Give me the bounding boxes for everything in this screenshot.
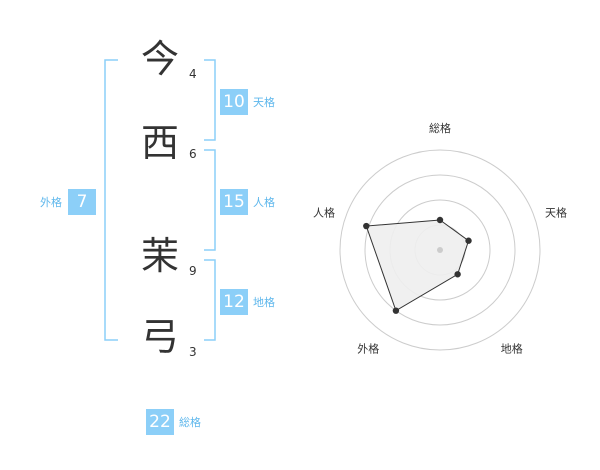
radar-axis-label-3: 地格: [501, 342, 523, 356]
jinkaku-label: 人格: [253, 196, 275, 209]
tenkaku-label: 天格: [253, 96, 275, 109]
radar-point-4: [392, 307, 400, 314]
radar-ring-3: [364, 174, 516, 326]
tenkaku-bracket: [204, 59, 216, 141]
radar-axis-label-5: 人格: [313, 205, 335, 219]
radar-polygon: [365, 219, 470, 312]
stroke-count-1: 4: [189, 67, 197, 81]
tenkaku-value: 10: [220, 89, 248, 115]
name-char-3: 茉: [140, 234, 179, 278]
soukaku-score: 22 総格: [146, 409, 201, 435]
stroke-count-2: 6: [189, 147, 197, 161]
jinkaku-score: 15 人格: [220, 189, 275, 215]
name-char-1: 今: [140, 37, 179, 81]
radar-point-5: [363, 222, 370, 230]
jinkaku-value: 15: [220, 189, 248, 215]
gaikaku-bracket: [104, 59, 118, 341]
soukaku-label: 総格: [179, 416, 201, 429]
radar-axis-label-2: 天格: [545, 205, 567, 219]
gaikaku-value: 7: [68, 189, 96, 215]
name-char-4: 弓: [140, 315, 179, 359]
radar-ring-4: [339, 149, 541, 351]
radar-point-3: [454, 271, 461, 278]
jinkaku-bracket: [204, 149, 216, 251]
chikaku-score: 12 地格: [220, 289, 275, 315]
gaikaku-score: 外格 7: [40, 189, 96, 215]
radar-axis-label-4: 外格: [357, 342, 379, 356]
chikaku-value: 12: [220, 289, 248, 315]
radar-point-2: [465, 237, 472, 244]
tenkaku-score: 10 天格: [220, 89, 275, 115]
stroke-count-3: 9: [189, 264, 197, 278]
radar-center-dot: [437, 247, 443, 253]
radar-point-1: [436, 216, 444, 224]
name-char-2: 西: [140, 121, 179, 165]
stroke-count-4: 3: [189, 345, 197, 359]
chikaku-bracket: [204, 259, 216, 341]
soukaku-value: 22: [146, 409, 174, 435]
chikaku-label: 地格: [253, 296, 275, 309]
gaikaku-label: 外格: [40, 196, 62, 209]
radar-axis-label-1: 総格: [429, 121, 451, 135]
